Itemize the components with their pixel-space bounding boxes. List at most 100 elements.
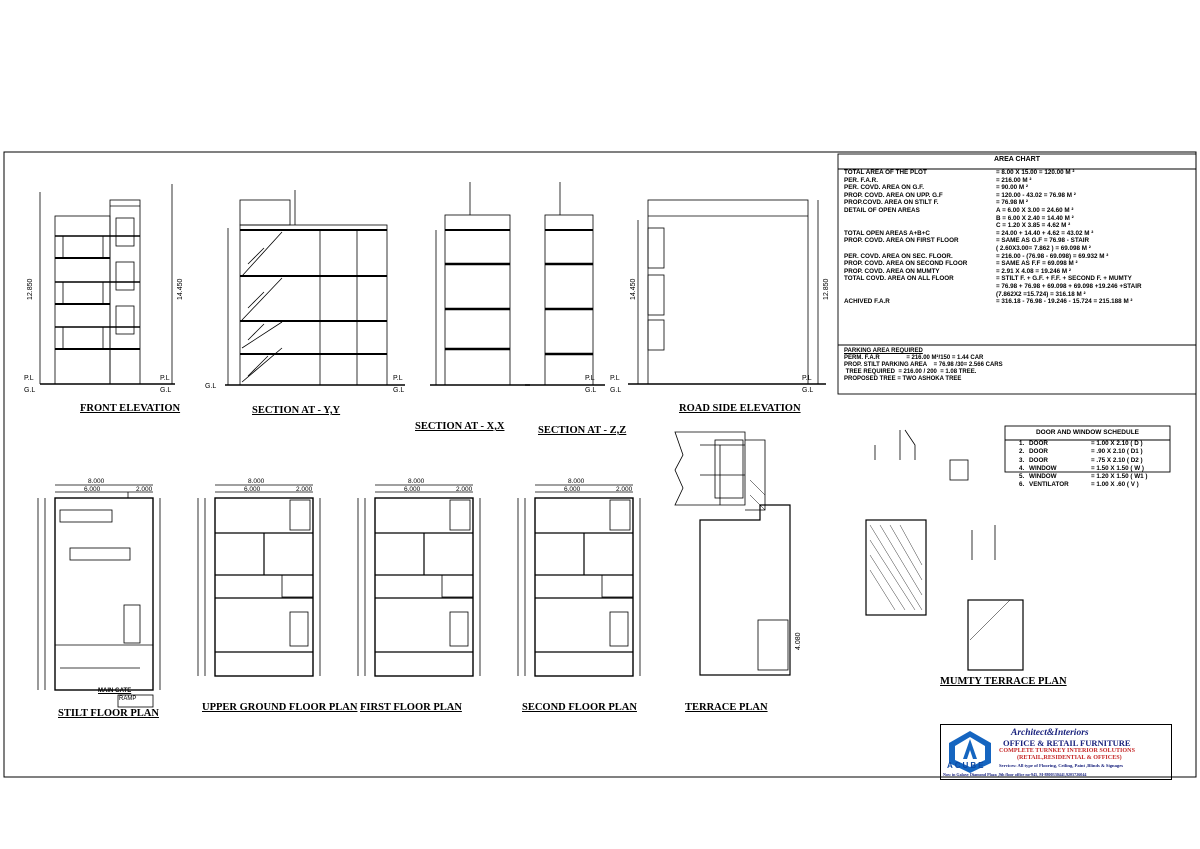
ugf-left-bay-dim: 6.000 xyxy=(244,486,261,493)
front-elevation-title: FRONT ELEVATION xyxy=(80,403,181,414)
area-chart-row: B = 6.00 X 2.40 = 14.40 M ² xyxy=(838,215,1196,223)
stilt-right-bay-dim: 2.000 xyxy=(136,486,153,493)
schedule-row: 4. WINDOW = 1.50 X 1.50 ( W ) xyxy=(1005,465,1170,473)
logo-brand: ACUBE xyxy=(947,761,986,770)
svg-text:14.450: 14.450 xyxy=(630,278,637,300)
schedule-row: 5.WINDOW= 1.20 X 1.50 ( W1 ) xyxy=(1005,473,1170,481)
schedule-item: VENTILATOR xyxy=(1029,481,1069,489)
logo-line-1: Architect&Interiors xyxy=(1011,728,1089,738)
schedule-row: 1.DOOR= 1.00 X 2.10 ( D ) xyxy=(1005,440,1170,448)
schedule-number: 1. xyxy=(1019,440,1025,447)
area-chart-key: TOTAL AREA OF THE PLOT xyxy=(844,169,927,176)
section-xx-drawing xyxy=(430,182,530,386)
front-elevation-drawing: 12.850 14.450 P.LG.L P.LG.L xyxy=(24,184,184,394)
schedule-title: DOOR AND WINDOW SCHEDULE xyxy=(1035,429,1140,436)
door-window-schedule: DOOR AND WINDOW SCHEDULE 1.DOOR= 1.00 X … xyxy=(1005,429,1170,490)
svg-text:G.L: G.L xyxy=(610,387,621,394)
schedule-size: = 1.50 X 1.50 ( W ) xyxy=(1091,464,1145,472)
schedule-item: WINDOW xyxy=(1029,464,1057,472)
section-yy-drawing: G.LP.LG.L xyxy=(205,190,405,394)
svg-text:12.850: 12.850 xyxy=(27,278,34,300)
area-chart-key: TOTAL COVD. AREA ON ALL FLOOR xyxy=(844,275,954,283)
svg-text:G.L: G.L xyxy=(24,387,35,394)
area-chart-row: DETAIL OF OPEN AREAS A = 6.00 X 3.00 = 24… xyxy=(838,207,1196,215)
stilt-width-dim: 8.000 xyxy=(88,478,105,485)
ugf-right-bay-dim: 2.000 xyxy=(296,486,313,493)
sheet-border xyxy=(3,151,1197,778)
sf-width-dim: 8.000 xyxy=(568,478,585,485)
sf-right-bay-dim: 2.000 xyxy=(616,486,633,493)
area-chart-row: PROP. COVD. AREA ON MUMTY = 2.91 X 4.08 =… xyxy=(838,268,1196,276)
area-chart-row: PER. F.A.R. = 216.00 M ² xyxy=(838,177,1196,185)
schedule-number: 4. xyxy=(1019,464,1025,472)
area-chart-key: PER. F.A.R. xyxy=(844,176,878,184)
area-chart-key: PROP. COVD. AREA ON UPP. G.F xyxy=(844,191,943,199)
area-chart-row: PROP. COVD. AREA ON SECOND FLOOR= SAME A… xyxy=(838,260,1196,268)
road-side-elevation-drawing: 14.450 12.850 P.LG.L P.LG.L xyxy=(610,199,830,394)
logo-line-5: Services: All type of Flooring, Ceiling,… xyxy=(999,763,1124,768)
schedule-number: 5. xyxy=(1019,473,1025,481)
svg-text:G.L: G.L xyxy=(585,387,596,394)
area-chart-key: TOTAL OPEN AREAS A+B+C xyxy=(844,229,930,237)
parking-row: TREE REQUIRED = 216.00 / 200 = 1.08 TREE… xyxy=(844,369,977,375)
first-floor-plan-title: FIRST FLOOR PLAN xyxy=(360,702,462,713)
upper-ground-floor-plan-title: UPPER GROUND FLOOR PLAN xyxy=(202,702,358,713)
area-chart-value: = 216.00 - (76.98 - 69.098) = 69.932 M ² xyxy=(996,252,1109,260)
area-chart-key: PROP.COVD. AREA ON STILT F. xyxy=(844,199,939,207)
area-chart-value: = 24.00 + 14.40 + 4.62 = 43.02 M ² xyxy=(996,229,1094,237)
schedule-number: 6. xyxy=(1019,481,1025,489)
svg-text:14.450: 14.450 xyxy=(177,278,184,300)
area-chart-value: ( 2.60X3.00= 7.862 ) = 69.098 M ² xyxy=(996,244,1091,252)
svg-text:P.L: P.L xyxy=(393,375,403,382)
mumty-terrace-plan-drawing xyxy=(865,429,1024,671)
ramp-label: RAMP xyxy=(119,696,137,702)
area-chart-value: = SAME AS F.F = 69.098 M ² xyxy=(996,260,1078,268)
acube-logo-box: ACUBE Architect&Interiors OFFICE & RETAI… xyxy=(940,724,1172,780)
schedule-row: 6. VENTILATOR = 1.00 X .60 ( V ) xyxy=(1005,481,1170,489)
area-chart-row: PROP.COVD. AREA ON STILT F.= 76.98 M ² xyxy=(838,199,1196,207)
schedule-size: = 1.00 X .60 ( V ) xyxy=(1091,481,1139,489)
area-chart-key: PROP. COVD. AREA ON MUMTY xyxy=(844,267,940,275)
area-chart-rows: TOTAL AREA OF THE PLOT = 8.00 X 15.00 = 1… xyxy=(838,169,1196,306)
svg-text:P.L: P.L xyxy=(610,375,620,382)
area-chart-value: = 8.00 X 15.00 = 120.00 M ² xyxy=(996,169,1075,176)
second-floor-plan-title: SECOND FLOOR PLAN xyxy=(522,702,637,713)
area-chart-key: ACHIVED F.A.R xyxy=(844,298,890,306)
area-chart-value: = 2.91 X 4.08 = 19.246 M ² xyxy=(996,267,1071,275)
terrace-plan-drawing: 4.080 xyxy=(674,431,802,676)
area-chart-row: TOTAL OPEN AREAS A+B+C = 24.00 + 14.40 + … xyxy=(838,230,1196,238)
area-chart-value: C = 1.20 X 3.85 = 4.62 M ² xyxy=(996,222,1071,230)
area-chart-key: DETAIL OF OPEN AREAS xyxy=(844,206,920,214)
area-chart-row: TOTAL COVD. AREA ON ALL FLOOR= STILT F. … xyxy=(838,275,1196,283)
area-chart-row: C = 1.20 X 3.85 = 4.62 M ² xyxy=(838,222,1196,230)
road-side-elevation-title: ROAD SIDE ELEVATION xyxy=(679,403,801,414)
area-chart-frame xyxy=(837,153,1197,395)
svg-text:G.L: G.L xyxy=(160,387,171,394)
sf-left-bay-dim: 6.000 xyxy=(564,486,581,493)
logo-line-4: (RETAIL,RESIDENTIAL & OFFICES) xyxy=(1017,755,1122,761)
ff-right-bay-dim: 2.000 xyxy=(456,486,473,493)
second-floor-plan-drawing xyxy=(517,484,641,677)
area-chart-value: = 216.00 M ² xyxy=(996,176,1032,184)
schedule-row: 3.DOOR= .75 X 2.10 ( D2 ) xyxy=(1005,457,1170,465)
area-chart-row: ACHIVED F.A.R= 316.18 - 76.98 - 19.246 -… xyxy=(838,298,1196,306)
area-chart-row: PROP. COVD. AREA ON UPP. G.F= 120.00 - 4… xyxy=(838,192,1196,200)
area-chart-value: A = 6.00 X 3.00 = 24.60 M ² xyxy=(996,206,1074,214)
area-chart-key: PER. COVD. AREA ON SEC. FLOOR. xyxy=(844,252,953,260)
schedule-size: = .90 X 2.10 ( D1 ) xyxy=(1091,448,1143,456)
schedule-item: DOOR xyxy=(1029,456,1048,464)
mumty-terrace-plan-title: MUMTY TERRACE PLAN xyxy=(940,676,1067,687)
svg-text:4.080: 4.080 xyxy=(795,632,802,650)
area-chart-row: PROP. COVD. AREA ON FIRST FLOOR= SAME AS… xyxy=(838,237,1196,245)
ugf-width-dim: 8.000 xyxy=(248,478,265,485)
main-gate-label: MAIN GATE xyxy=(98,688,132,694)
logo-line-3: COMPLETE TURNKEY INTERIOR SOLUTIONS xyxy=(999,748,1135,754)
area-chart-key: PER. COVD. AREA ON G.F. xyxy=(844,184,925,192)
area-chart-row: PER. COVD. AREA ON G.F.= 90.00 M ² xyxy=(838,184,1196,192)
svg-text:P.L: P.L xyxy=(160,375,170,382)
area-chart-key: PROP. COVD. AREA ON FIRST FLOOR xyxy=(844,237,959,245)
svg-text:12.850: 12.850 xyxy=(823,278,830,300)
area-chart: AREA CHART TOTAL AREA OF THE PLOT= 8.00 … xyxy=(838,156,1196,306)
